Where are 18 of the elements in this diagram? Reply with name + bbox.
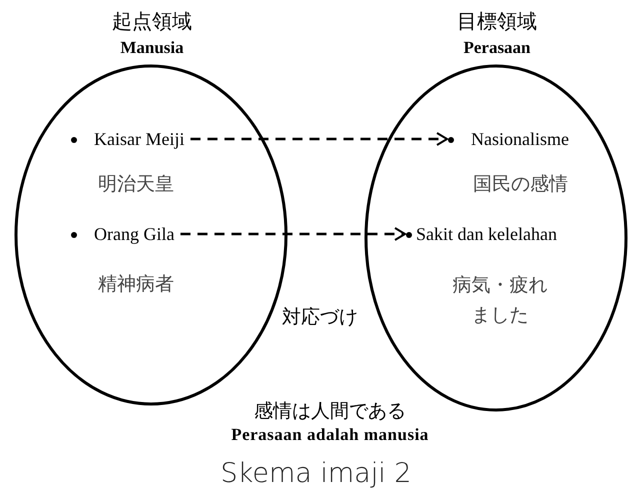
- region-subheading: Manusia: [119, 38, 185, 58]
- bullet-item: Sakit dan kelelahan: [405, 223, 557, 245]
- translation-text: 国民の感情: [473, 172, 568, 196]
- region-heading: 目標領域: [456, 10, 538, 34]
- mapping-label: 対応づけ: [282, 305, 358, 330]
- dashed-arrow: [190, 132, 448, 146]
- translation-text: 明治天皇: [98, 172, 174, 196]
- bullet-item: Orang Gila: [70, 223, 174, 245]
- translation-text: 病気・疲れました: [452, 273, 548, 328]
- region-subheading: Perasaan: [462, 38, 532, 58]
- region-heading: 起点領域: [111, 10, 193, 34]
- caption: Skema imaji 2: [220, 458, 412, 489]
- bullet-item: Kaisar Meiji: [70, 128, 184, 150]
- metaphor-translation: Perasaan adalah manusia: [230, 425, 430, 445]
- bullet-item: Nasionalisme: [447, 128, 569, 150]
- dashed-arrow: [180, 227, 406, 241]
- translation-text: 精神病者: [98, 272, 174, 296]
- metaphor-text: 感情は人間である: [253, 399, 407, 424]
